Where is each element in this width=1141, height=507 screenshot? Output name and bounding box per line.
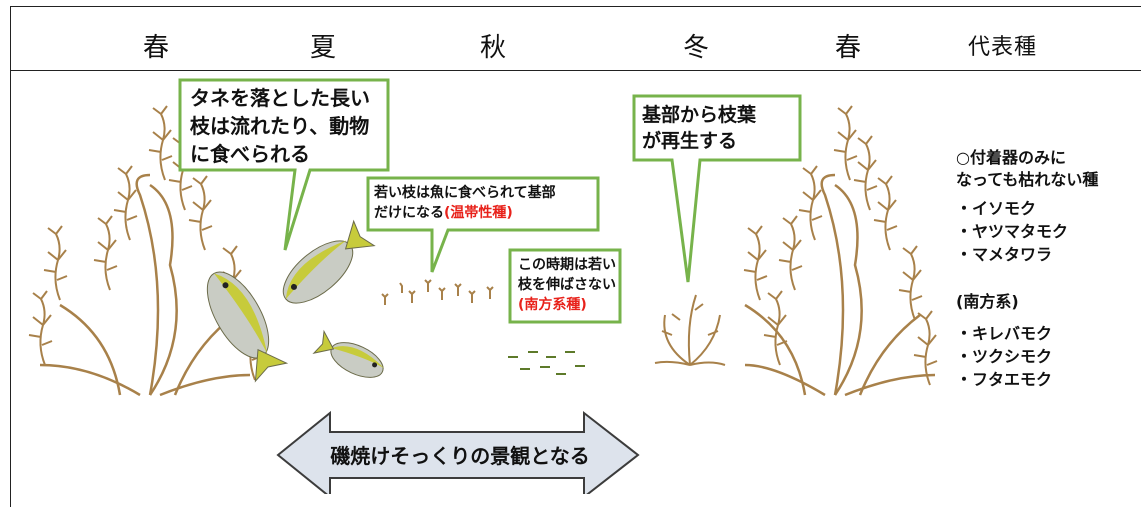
callout-autumn — [366, 176, 600, 273]
seaweed-dashes-winter — [508, 351, 585, 375]
species-isomoku: ・イソモク — [956, 199, 1037, 218]
callout-spring — [632, 94, 802, 283]
season-autumn: 秋 — [480, 33, 508, 63]
season-spring-2: 春 — [835, 33, 863, 63]
callout-summer-line-3: に食べられる — [190, 142, 310, 166]
callout-spring-text: 基部から枝葉 が再生する — [642, 102, 756, 154]
callout-winter — [508, 248, 622, 324]
season-summer: 夏 — [310, 33, 338, 63]
callout-autumn-text: 若い枝は魚に食べられて基部 だけになる(温帯性種) — [374, 183, 556, 223]
callout-summer-line-1: タネを落とした長い — [190, 86, 370, 110]
fish-2 — [282, 219, 376, 304]
callout-winter-text: この時期は若い 枝を伸ばさない (南方系種) — [518, 255, 616, 315]
seaweed-plant-spring-right — [744, 173, 936, 397]
species-futaemoku: ・フタエモク — [956, 370, 1053, 389]
species-kirebamoku: ・キレバモク — [956, 324, 1053, 343]
southern-species-note: (南方系種) — [518, 297, 587, 313]
callout-autumn-line-2: だけになる(温帯性種) — [374, 203, 556, 223]
callout-spring-line-2: が再生する — [642, 130, 738, 152]
callout-summer-text: タネを落とした長い 枝は流れたり、動物 に食べられる — [190, 84, 370, 168]
callout-spring-line-1: 基部から枝葉 — [642, 104, 757, 126]
diagram-frame — [10, 6, 1141, 507]
species-tsukushimoku: ・ツクシモク — [956, 347, 1053, 366]
season-spring-1: 春 — [143, 33, 171, 63]
fish-1 — [206, 271, 289, 383]
header-divider — [10, 70, 1141, 71]
representative-species-header: 代表種 — [968, 35, 1038, 60]
seaweed-stubs-autumn — [381, 279, 494, 305]
illustration — [28, 78, 938, 494]
southern-species-heading: (南方系) — [956, 292, 1019, 311]
season-winter: 冬 — [683, 33, 711, 63]
species-heading-line-1: ○付着器のみに — [956, 148, 1066, 167]
species-heading-line-2: なっても枯れない種 — [956, 170, 1099, 189]
species-mametawara: ・マメタワラ — [956, 245, 1053, 264]
callout-autumn-line-2-text: だけになる — [374, 205, 444, 221]
species-yatsumatamoku: ・ヤツマタモク — [956, 222, 1069, 241]
temperate-species-note: (温帯性種) — [444, 205, 513, 221]
callout-autumn-line-1: 若い枝は魚に食べられて基部 — [374, 185, 556, 201]
callout-summer — [178, 78, 390, 251]
fish-3 — [312, 329, 385, 378]
seaweed-regrowth-winter — [654, 294, 726, 366]
callout-winter-line-1: この時期は若い — [518, 257, 616, 273]
landscape-banner-label: 磯焼けそっくりの景観となる — [330, 444, 590, 468]
callout-summer-line-2: 枝は流れたり、動物 — [190, 114, 370, 138]
callout-winter-line-2: 枝を伸ばさない — [518, 277, 616, 293]
landscape-banner-arrow — [276, 410, 640, 494]
